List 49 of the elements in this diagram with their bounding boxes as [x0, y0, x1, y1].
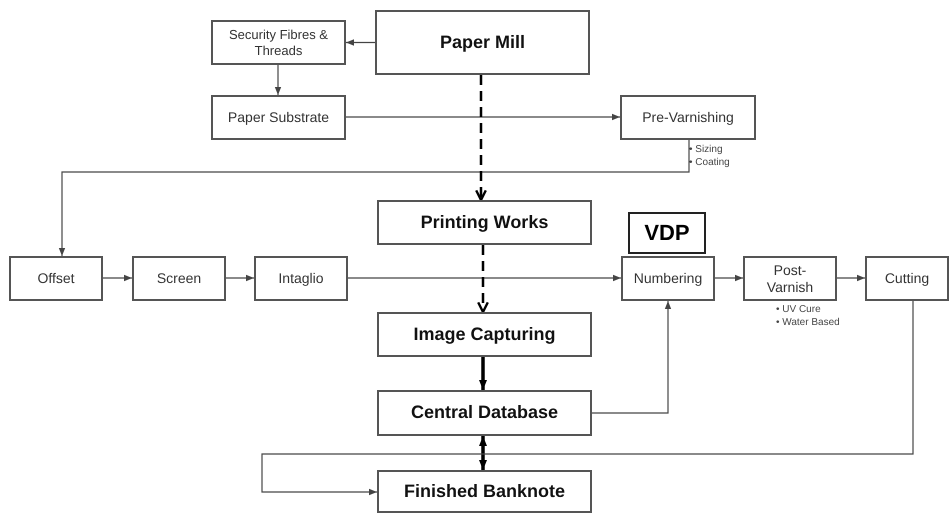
arrow: [226, 274, 254, 282]
process-box: [621, 256, 715, 301]
box-label: Post- Varnish: [766, 262, 814, 296]
process-box: [377, 200, 592, 245]
process-box: [375, 10, 590, 75]
process-box: [865, 256, 949, 301]
bullet-note: • UV Cure: [776, 303, 822, 316]
arrow: [715, 274, 743, 282]
arrow: [475, 75, 487, 202]
arrow: [592, 301, 672, 414]
box-label: Cutting: [884, 270, 930, 287]
arrow: [103, 274, 132, 282]
box-label: Pre-Varnishing: [642, 109, 734, 126]
box-label: VDP: [644, 220, 690, 246]
process-box: [132, 256, 226, 301]
arrow: [479, 357, 487, 390]
box-label: Screen: [156, 270, 202, 287]
arrow: [477, 245, 489, 314]
bullet-note: • Sizing: [689, 143, 724, 156]
box-label: Paper Mill: [440, 32, 526, 54]
box-label: Finished Banknote: [404, 480, 565, 502]
box-label: Security Fibres & Threads: [228, 26, 329, 58]
process-box: [211, 95, 346, 140]
arrow: [837, 274, 865, 282]
arrow: [58, 140, 690, 256]
arrow: [348, 274, 621, 282]
process-box: [211, 20, 346, 65]
process-box: [377, 312, 592, 357]
box-label: Numbering: [634, 270, 702, 287]
process-box: [9, 256, 103, 301]
arrow: [274, 65, 282, 95]
process-box: [377, 470, 592, 513]
process-box: [743, 256, 837, 301]
box-label: Intaglio: [278, 270, 324, 287]
box-label: Offset: [37, 270, 75, 287]
bullet-note: • Water Based: [776, 316, 840, 329]
box-label: Printing Works: [420, 212, 548, 234]
box-label: Image Capturing: [413, 324, 556, 346]
arrow: [261, 301, 914, 496]
arrow: [479, 436, 487, 470]
process-box: [377, 390, 592, 436]
process-box: [254, 256, 348, 301]
bullet-note: • Coating: [689, 156, 730, 169]
arrow: [346, 39, 375, 46]
box-label: Central Database: [410, 402, 558, 424]
process-box: [620, 95, 756, 140]
process-box: [628, 212, 706, 254]
box-label: Paper Substrate: [228, 109, 330, 126]
arrow: [346, 114, 620, 120]
